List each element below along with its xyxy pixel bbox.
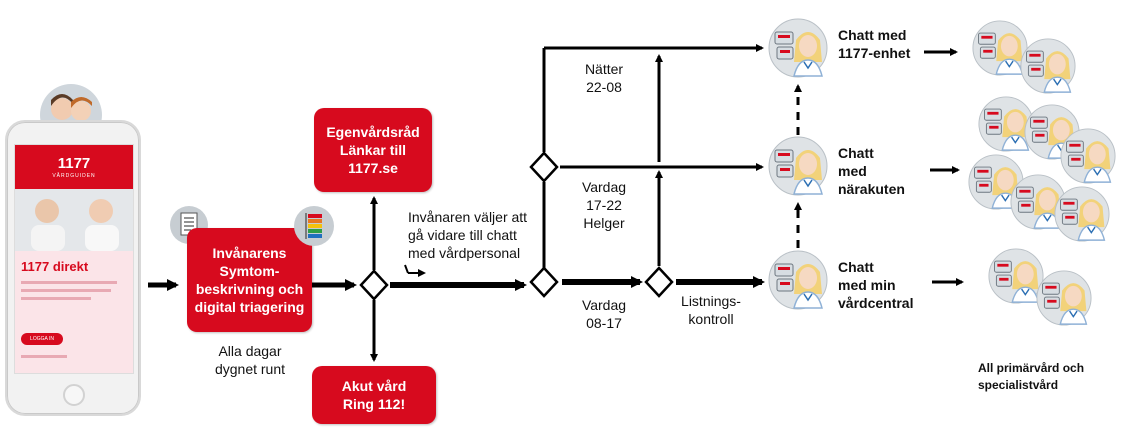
chat-emergency-line-1: Chatt bbox=[838, 145, 874, 161]
chat-own-line-2: med min bbox=[838, 277, 896, 293]
listing-line-1: Listnings- bbox=[681, 293, 741, 309]
choice-note: Invånaren väljer att gå vidare till chat… bbox=[408, 208, 527, 262]
destination-line-2: specialistvård bbox=[978, 378, 1059, 392]
choice-note-line-1: Invånaren väljer att bbox=[408, 209, 528, 225]
phone-body-text bbox=[21, 281, 121, 311]
phone-home-button[interactable] bbox=[63, 384, 85, 406]
nurse-chat-icon bbox=[1036, 270, 1092, 326]
nurse-chat-icon bbox=[768, 136, 828, 196]
phone-footer-link bbox=[21, 355, 67, 358]
emergency-line-2: Ring 112! bbox=[342, 396, 406, 412]
evenings-line-3: Helger bbox=[583, 215, 625, 231]
phone-screen: 1177 VÅRDGUIDEN 1177 direkt bbox=[14, 144, 134, 374]
selfcare-line-3: 1177.se bbox=[348, 160, 398, 176]
decision-diamond-time-top bbox=[529, 151, 559, 183]
availability-line-2: dygnet runt bbox=[214, 361, 286, 377]
nurse-chat-icon bbox=[1054, 186, 1110, 242]
destination-label: All primärvård och specialistvård bbox=[978, 360, 1084, 394]
decision-diamond-listing bbox=[644, 266, 674, 298]
triage-box: Invånarens Symtom- beskrivning och digit… bbox=[187, 228, 312, 332]
chat-unit-line-1: Chatt med bbox=[838, 27, 907, 43]
chat-unit-label: Chatt med 1177-enhet bbox=[838, 26, 910, 62]
phone-logo: 1177 bbox=[57, 155, 91, 172]
choice-note-line-2: gå vidare till chatt bbox=[408, 227, 517, 243]
phone-mockup: 1177 VÅRDGUIDEN 1177 direkt bbox=[5, 120, 141, 416]
nurse-chat-icon bbox=[968, 154, 1024, 210]
phone-login-button[interactable]: LOGGA IN bbox=[21, 333, 63, 345]
nights-line-2: 22-08 bbox=[586, 79, 622, 95]
triage-availability: Alla dagar dygnet runt bbox=[200, 342, 300, 378]
listing-line-2: kontroll bbox=[688, 311, 734, 327]
note-arrow bbox=[404, 264, 409, 274]
nights-line-1: Nätter bbox=[584, 61, 624, 77]
nights-label: Nätter 22-08 bbox=[572, 60, 636, 96]
choice-note-line-3: med vårdpersonal bbox=[408, 245, 521, 261]
daytime-line-2: 08-17 bbox=[586, 315, 622, 331]
phone-title: 1177 direkt bbox=[21, 259, 89, 274]
nurse-chat-icon bbox=[1060, 128, 1116, 184]
emergency-box: Akut vård Ring 112! bbox=[312, 366, 436, 424]
phone-header: 1177 VÅRDGUIDEN bbox=[15, 145, 133, 189]
chat-own-line-1: Chatt bbox=[838, 259, 874, 275]
nurse-chat-icon bbox=[1010, 174, 1066, 230]
triage-scale-icon bbox=[294, 206, 334, 246]
chat-emergency-line-2: med bbox=[838, 163, 867, 179]
daytime-line-1: Vardag bbox=[581, 297, 627, 313]
chat-emergency-line-3: närakuten bbox=[838, 181, 905, 197]
nurse-chat-icon bbox=[1024, 104, 1080, 160]
nurse-chat-icon bbox=[768, 250, 828, 310]
evenings-line-2: 17-22 bbox=[586, 197, 622, 213]
decision-diamond-triage bbox=[359, 269, 389, 301]
chat-own-line-3: vårdcentral bbox=[838, 295, 914, 311]
nurse-chat-icon bbox=[978, 96, 1034, 152]
selfcare-box: Egenvårdsråd Länkar till 1177.se bbox=[314, 108, 432, 192]
triage-line-2: Symtom- bbox=[219, 263, 280, 279]
evenings-line-1: Vardag bbox=[581, 179, 627, 195]
emergency-line-1: Akut vård bbox=[341, 378, 407, 394]
chat-own-label: Chatt med min vårdcentral bbox=[838, 258, 913, 312]
selfcare-line-1: Egenvårdsråd bbox=[326, 124, 420, 140]
chat-emergency-label: Chatt med närakuten bbox=[838, 144, 905, 198]
phone-content: 1177 direkt LOGGA IN bbox=[15, 251, 133, 373]
decision-diamond-time-bottom bbox=[529, 266, 559, 298]
nurse-chat-icon bbox=[1020, 38, 1076, 94]
phone-hero-photo bbox=[15, 189, 133, 251]
destination-line-1: All primärvård och bbox=[978, 361, 1085, 375]
chat-unit-line-2: 1177-enhet bbox=[838, 45, 911, 61]
nurse-chat-icon bbox=[768, 18, 828, 78]
triage-line-1: Invånarens bbox=[212, 245, 287, 261]
phone-logo-sub: VÅRDGUIDEN bbox=[52, 173, 96, 179]
listing-label: Listnings- kontroll bbox=[676, 292, 746, 328]
triage-line-3: beskrivning och bbox=[195, 281, 304, 297]
daytime-label: Vardag 08-17 bbox=[572, 296, 636, 332]
nurse-chat-icon bbox=[972, 20, 1028, 76]
availability-line-1: Alla dagar bbox=[218, 343, 282, 359]
selfcare-line-2: Länkar till bbox=[339, 142, 407, 158]
evenings-label: Vardag 17-22 Helger bbox=[572, 178, 636, 232]
triage-line-4: digital triagering bbox=[194, 299, 305, 315]
